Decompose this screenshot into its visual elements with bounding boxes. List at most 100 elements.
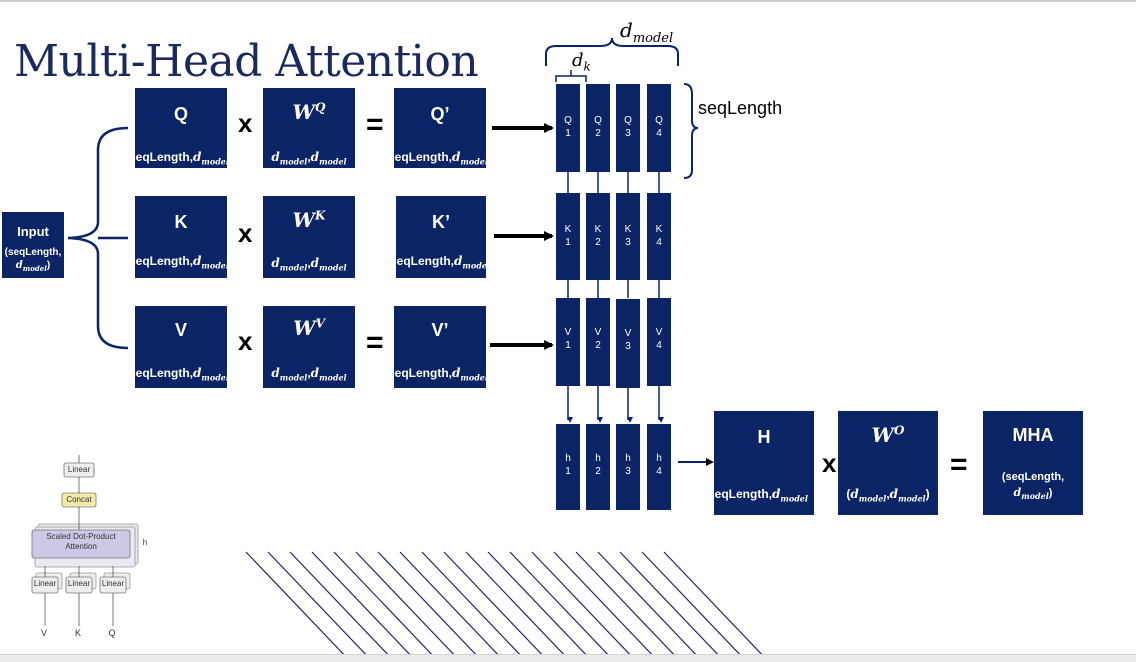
dmodel-brace <box>545 37 679 66</box>
diagonal-line <box>245 551 351 661</box>
diagonal-line <box>619 551 725 661</box>
equals-operator-q: = <box>366 108 384 141</box>
wv-shape: dmodel,dmodel <box>271 366 347 383</box>
q-shape: seqLength,dmodel <box>135 150 227 167</box>
equals-operator-h: = <box>950 448 968 481</box>
head-strip-letter: V <box>564 327 572 338</box>
mini-linear-q: Linear <box>101 579 125 588</box>
k-prime-label: K’ <box>432 212 450 232</box>
head-strip-index: 2 <box>595 128 601 139</box>
times-operator-h: x <box>822 448 837 478</box>
dmodel-label: dmodel <box>620 18 674 46</box>
diagonal-line <box>597 551 703 661</box>
v-label: V <box>174 320 187 340</box>
k-label: K <box>174 212 188 232</box>
head-strip-index: 1 <box>565 466 571 477</box>
head-strip-index: 1 <box>565 237 571 248</box>
wo-shape: (dmodel,dmodel) <box>846 487 930 504</box>
diagonal-line <box>443 551 549 661</box>
h-matrix: H seqLength,dmodel <box>714 411 814 515</box>
mini-input-k: K <box>74 628 81 638</box>
head-strip-letter: V <box>594 327 602 338</box>
head-strip-letter: h <box>656 453 662 464</box>
v-shape: seqLength,dmodel <box>135 366 227 383</box>
dk-label: dk <box>572 50 591 74</box>
mini-attention-box <box>31 529 131 559</box>
times-operator-k: x <box>238 218 253 248</box>
head-strip-index: 4 <box>656 466 662 477</box>
times-operator-q: x <box>238 108 253 138</box>
mini-mha-diagram <box>31 455 139 626</box>
diagonal-line <box>289 551 395 661</box>
k-prime-matrix: K’ seqLength,dmodel <box>396 196 486 278</box>
q-prime-shape: seqLength,dmodel <box>394 150 486 167</box>
head-strip-index: 2 <box>595 340 601 351</box>
head-strip-index: 4 <box>656 237 662 248</box>
head-strip-letter: K <box>564 224 572 235</box>
mha-shape: (seqLength, dmodel) <box>1001 471 1065 502</box>
v-matrix: V seqLength,dmodel <box>135 306 227 388</box>
mini-linear-top: Linear <box>67 465 91 474</box>
diagonal-line <box>421 551 527 661</box>
strip-connectors <box>567 172 664 423</box>
mini-input-v: V <box>40 628 47 638</box>
v-prime-label: V’ <box>431 320 449 340</box>
head-strip-index: 3 <box>625 466 631 477</box>
head-strip-letter: Q <box>655 115 663 126</box>
diagonal-line <box>311 551 417 661</box>
head-strip-letter: K <box>594 224 602 235</box>
wk-matrix: WK dmodel,dmodel <box>263 196 355 278</box>
seqlength-brace <box>683 83 699 179</box>
k-matrix: K seqLength,dmodel <box>135 196 227 278</box>
mha-matrix: MHA (seqLength, dmodel) <box>983 411 1083 515</box>
h-label: H <box>757 427 771 447</box>
head-strip-index: 4 <box>656 340 662 351</box>
head-strip-index: 2 <box>595 466 601 477</box>
diagonal-line <box>355 551 461 661</box>
head-strip-index: 4 <box>656 128 662 139</box>
mini-attention: Scaled Dot-Product Attention <box>46 532 116 551</box>
wk-label: WK <box>292 208 326 232</box>
seqlength-label: seqLength <box>698 98 783 118</box>
q-prime-matrix: Q’ seqLength,dmodel <box>394 88 486 168</box>
diagonal-line <box>553 551 659 661</box>
head-strip-index: 3 <box>625 237 631 248</box>
head-strip-letter: Q <box>594 115 602 126</box>
diagonal-line <box>641 551 747 661</box>
head-strip-letter: Q <box>564 115 572 126</box>
diagonal-line <box>333 551 439 661</box>
diagonal-line <box>487 551 593 661</box>
head-strip-letter: V <box>655 327 663 338</box>
q-matrix: Q seqLength,dmodel <box>135 88 227 168</box>
wo-label: WO <box>871 423 905 447</box>
wv-matrix: WV dmodel,dmodel <box>263 306 355 388</box>
head-strip-index: 2 <box>595 237 601 248</box>
head-strip-letter: h <box>595 453 601 464</box>
bottom-border <box>0 654 1136 662</box>
v-prime-shape: seqLength,dmodel <box>394 366 486 383</box>
mini-input-q: Q <box>108 628 116 638</box>
input-label: Input <box>17 224 49 239</box>
decorative-diagonals <box>245 551 769 661</box>
wq-label: WQ <box>292 100 326 124</box>
input-box: Input (seqLength, dmodel) <box>2 212 64 278</box>
diagonal-line <box>531 551 637 661</box>
dk-brace <box>555 70 587 82</box>
v-prime-matrix: V’ seqLength,dmodel <box>394 306 486 388</box>
head-strip-letter: K <box>624 224 632 235</box>
times-operator-v: x <box>238 326 253 356</box>
mini-linear-v: Linear <box>33 579 57 588</box>
top-border <box>0 0 1136 2</box>
slide-title: Multi-Head Attention <box>14 36 479 87</box>
